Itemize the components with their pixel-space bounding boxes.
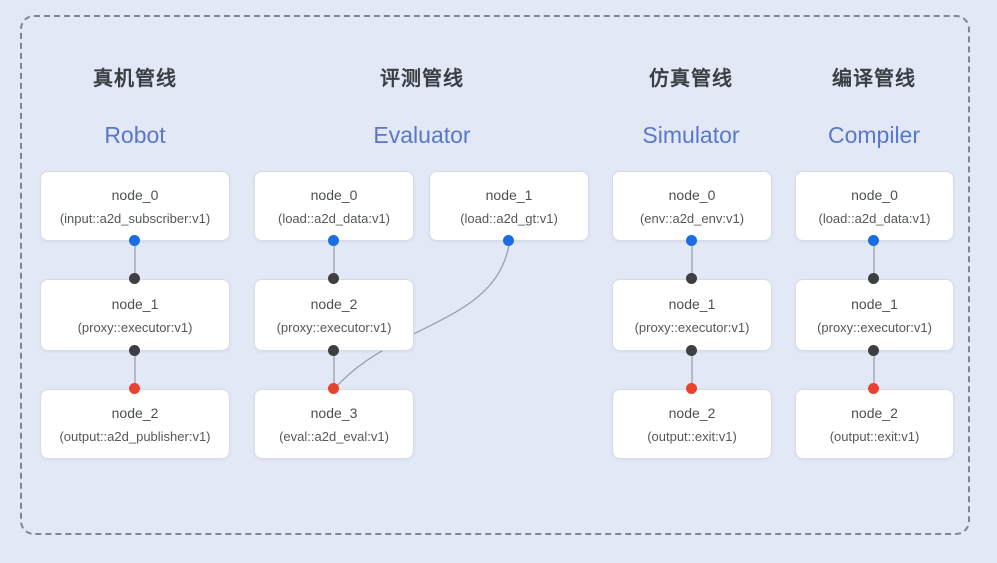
node-impl: (proxy::executor:v1) xyxy=(77,319,193,335)
node-impl: (output::exit:v1) xyxy=(829,428,920,444)
node-evaluator-1: node_1 (load::a2d_gt:v1) xyxy=(429,171,589,241)
port-red-icon xyxy=(129,383,140,394)
node-impl: (proxy::executor:v1) xyxy=(817,319,932,335)
node-robot-0: node_0 (input::a2d_subscriber:v1) xyxy=(40,171,230,241)
node-title: node_2 xyxy=(111,404,159,421)
port-blue-icon xyxy=(503,235,514,246)
pipeline-title-zh-simulator: 仿真管线 xyxy=(649,68,733,90)
node-simulator-0: node_0 (env::a2d_env:v1) xyxy=(612,171,772,241)
pipeline-title-zh-compiler: 编译管线 xyxy=(832,68,916,90)
port-dark-icon xyxy=(868,345,879,356)
port-blue-icon xyxy=(686,235,697,246)
port-dark-icon xyxy=(129,273,140,284)
port-dark-icon xyxy=(686,345,697,356)
node-impl: (load::a2d_gt:v1) xyxy=(460,210,558,226)
port-blue-icon xyxy=(129,235,140,246)
port-dark-icon xyxy=(328,345,339,356)
node-compiler-2: node_2 (output::exit:v1) xyxy=(795,389,954,459)
node-simulator-1: node_1 (proxy::executor:v1) xyxy=(612,279,772,351)
pipeline-group-frame xyxy=(20,15,970,535)
node-impl: (env::a2d_env:v1) xyxy=(639,210,745,226)
node-evaluator-3: node_3 (eval::a2d_eval:v1) xyxy=(254,389,414,459)
node-title: node_0 xyxy=(111,186,159,203)
pipeline-title-en-evaluator: Evaluator xyxy=(373,122,471,148)
node-evaluator-0: node_0 (load::a2d_data:v1) xyxy=(254,171,414,241)
node-impl: (eval::a2d_eval:v1) xyxy=(279,428,389,444)
node-compiler-1: node_1 (proxy::executor:v1) xyxy=(795,279,954,351)
node-title: node_2 xyxy=(851,404,898,421)
port-red-icon xyxy=(328,383,339,394)
node-compiler-0: node_0 (load::a2d_data:v1) xyxy=(795,171,954,241)
pipeline-title-en-simulator: Simulator xyxy=(642,122,740,148)
node-impl: (load::a2d_data:v1) xyxy=(818,210,931,226)
edge-gt-to-eval xyxy=(336,243,510,387)
node-title: node_3 xyxy=(310,404,358,421)
node-impl: (proxy::executor:v1) xyxy=(634,319,750,335)
pipeline-title-zh-robot: 真机管线 xyxy=(93,68,177,90)
port-dark-icon xyxy=(868,273,879,284)
port-red-icon xyxy=(868,383,879,394)
node-robot-2: node_2 (output::a2d_publisher:v1) xyxy=(40,389,230,459)
node-title: node_1 xyxy=(485,186,533,203)
port-red-icon xyxy=(686,383,697,394)
node-title: node_1 xyxy=(111,295,159,312)
node-impl: (load::a2d_data:v1) xyxy=(277,210,391,226)
node-evaluator-2: node_2 (proxy::executor:v1) xyxy=(254,279,414,351)
node-impl: (proxy::executor:v1) xyxy=(276,319,392,335)
pipeline-title-zh-evaluator: 评测管线 xyxy=(380,68,464,90)
node-title: node_2 xyxy=(668,404,716,421)
node-simulator-2: node_2 (output::exit:v1) xyxy=(612,389,772,459)
pipeline-title-en-robot: Robot xyxy=(104,122,166,148)
node-title: node_0 xyxy=(851,186,898,203)
port-blue-icon xyxy=(868,235,879,246)
node-title: node_0 xyxy=(668,186,716,203)
node-title: node_2 xyxy=(310,295,358,312)
port-blue-icon xyxy=(328,235,339,246)
node-title: node_1 xyxy=(668,295,716,312)
node-impl: (input::a2d_subscriber:v1) xyxy=(59,210,211,226)
node-title: node_1 xyxy=(851,295,898,312)
node-impl: (output::a2d_publisher:v1) xyxy=(59,428,211,444)
port-dark-icon xyxy=(686,273,697,284)
node-title: node_0 xyxy=(310,186,358,203)
node-robot-1: node_1 (proxy::executor:v1) xyxy=(40,279,230,351)
port-dark-icon xyxy=(328,273,339,284)
node-impl: (output::exit:v1) xyxy=(647,428,737,444)
pipeline-title-en-compiler: Compiler xyxy=(827,122,921,148)
port-dark-icon xyxy=(129,345,140,356)
